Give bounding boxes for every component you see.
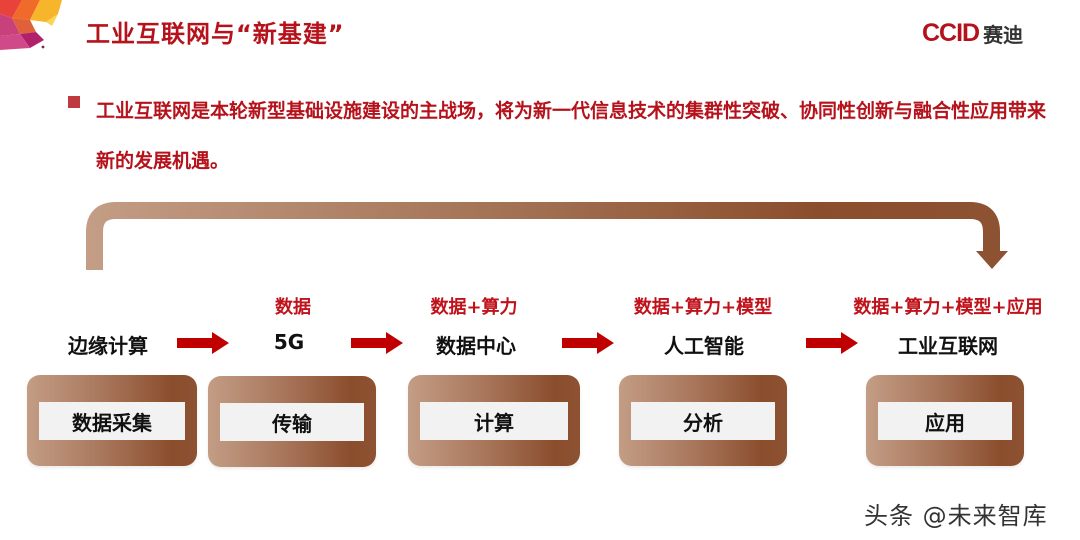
watermark: 头条 @未来智库	[864, 502, 1048, 530]
function-label: 数据采集	[39, 402, 185, 440]
function-box-transmission: 传输	[208, 376, 376, 467]
stage-data-center: 数据中心	[436, 334, 516, 358]
ccid-brand-logo: CCID 赛迪	[922, 18, 1023, 48]
requirement-label-5g: 数据	[275, 297, 311, 318]
brand-chinese: 赛迪	[983, 22, 1024, 47]
page-title: 工业互联网与“新基建”	[86, 20, 345, 48]
right-arrow-icon	[177, 332, 229, 354]
stage-ai: 人工智能	[664, 334, 744, 358]
stage-industrial-internet: 工业互联网	[898, 334, 998, 358]
right-arrow-icon	[562, 332, 614, 354]
function-label: 计算	[420, 402, 568, 440]
requirement-label-ai: 数据+算力+模型	[633, 297, 773, 318]
brand-latin: CCID	[922, 18, 980, 47]
requirement-label-data-center: 数据+算力	[430, 297, 518, 318]
right-arrow-icon	[806, 332, 858, 354]
function-box-data-collection: 数据采集	[27, 375, 197, 466]
function-label: 分析	[631, 402, 775, 440]
bullet-text: 工业互联网是本轮新型基础设施建设的主战场，将为新一代信息技术的集群性突破、协同性…	[96, 100, 1047, 172]
function-label: 应用	[878, 402, 1012, 440]
stage-edge-computing: 边缘计算	[68, 334, 148, 358]
function-box-computing: 计算	[408, 375, 580, 466]
stage-5g: 5G	[273, 330, 305, 354]
square-bullet-icon	[68, 96, 80, 108]
requirement-label-industrial-internet: 数据+算力+模型+应用	[853, 297, 1043, 318]
function-box-application: 应用	[866, 375, 1024, 466]
corner-polygon-logo-icon	[0, 0, 62, 50]
function-label: 传输	[220, 403, 364, 441]
function-box-analysis: 分析	[619, 375, 787, 466]
right-arrow-icon	[351, 332, 403, 354]
